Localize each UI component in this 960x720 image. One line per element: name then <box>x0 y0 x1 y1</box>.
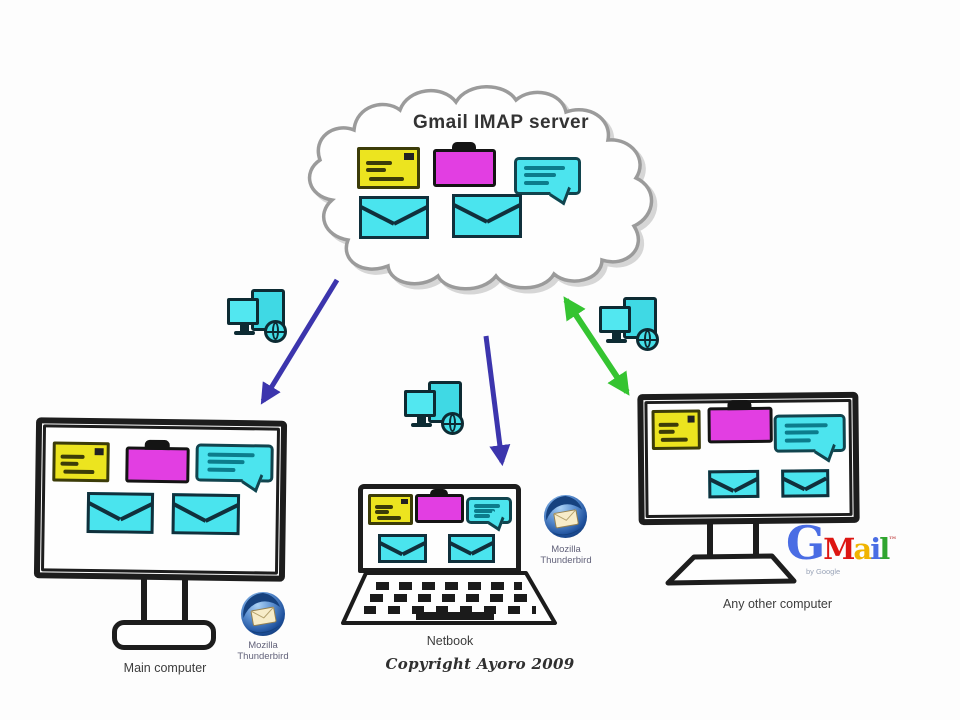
magenta-folder-icon <box>433 142 496 187</box>
magenta-folder-icon <box>125 439 190 484</box>
monitor-base <box>112 620 216 650</box>
thunderbird-icon <box>239 590 287 638</box>
trademark-symbol: ™ <box>888 536 898 546</box>
chat-bubble-icon <box>773 413 846 463</box>
gmail-letter-G: G <box>786 516 825 570</box>
magenta-folder-icon <box>707 399 773 444</box>
cyan-envelope-icon <box>448 534 495 563</box>
monitor-base <box>665 553 797 586</box>
network-computers-icon <box>404 381 470 437</box>
globe-icon <box>264 320 287 343</box>
blue-arrow-to-netbook <box>483 335 511 467</box>
cyan-envelope-icon <box>359 196 429 239</box>
gmail-letter-i: i <box>870 532 881 566</box>
gmail-letter-a: a <box>853 532 872 566</box>
gmail-letter-M: M <box>823 532 855 566</box>
cyan-envelope-icon <box>86 491 155 534</box>
main-computer-label: Main computer <box>123 661 207 675</box>
thunderbird-caption: Mozilla Thunderbird <box>237 640 289 662</box>
thunderbird-icon <box>542 493 589 540</box>
netbook-label: Netbook <box>426 634 474 648</box>
other-computer-label: Any other computer <box>722 597 833 611</box>
cyan-envelope-icon <box>378 534 427 563</box>
yellow-envelope-icon <box>357 147 420 189</box>
yellow-envelope-icon <box>368 494 413 525</box>
gmail-letter-l: l <box>879 532 890 566</box>
yellow-envelope-icon <box>52 441 110 483</box>
cyan-envelope-icon <box>171 493 241 536</box>
netbook-screen <box>358 484 521 573</box>
cyan-envelope-icon <box>452 194 522 238</box>
magenta-folder-icon <box>415 489 464 523</box>
yellow-envelope-icon <box>651 409 701 451</box>
chat-bubble-icon <box>466 497 512 532</box>
thunderbird-caption: Mozilla Thunderbird <box>540 544 592 566</box>
globe-icon <box>636 328 659 351</box>
folder-tab <box>451 142 476 152</box>
cyan-envelope-icon <box>708 469 760 499</box>
chat-bubble-icon <box>514 157 581 206</box>
cyan-envelope-icon <box>781 469 830 498</box>
gmail-byline: by Google <box>806 567 841 576</box>
monitor-stand <box>141 577 188 625</box>
cloud-title: Gmail IMAP server <box>412 112 590 133</box>
network-computers-icon <box>599 297 665 353</box>
copyright-text: Copyright Ayoro 2009 <box>385 655 575 673</box>
other-computer-monitor <box>637 391 860 526</box>
main-computer-monitor <box>33 417 288 582</box>
chat-bubble-icon <box>195 443 274 493</box>
globe-icon <box>441 412 464 435</box>
stamp <box>403 153 414 161</box>
netbook-keyboard <box>341 571 557 625</box>
network-computers-icon <box>227 289 293 345</box>
